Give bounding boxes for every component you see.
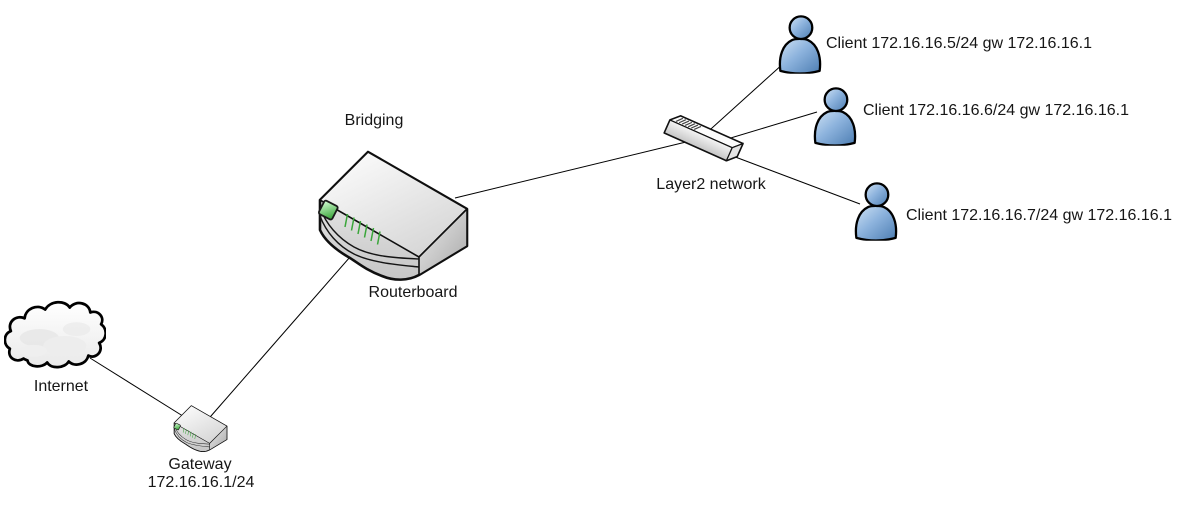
gateway-router-icon	[171, 405, 229, 452]
router-icon	[312, 150, 472, 281]
connection-line-internet-gateway	[89, 357, 187, 419]
gateway-label: Gateway	[168, 456, 232, 473]
connection-line-switch-client1	[701, 62, 785, 138]
connection-line-routerboard-switch	[454, 141, 687, 199]
gateway-ip-label: 172.16.16.1/24	[147, 474, 255, 491]
person-icon	[853, 181, 899, 241]
internet-label: Internet	[33, 378, 89, 395]
client1-label: Client 172.16.16.5/24 gw 172.16.16.1	[826, 35, 1092, 52]
client2-label: Client 172.16.16.6/24 gw 172.16.16.1	[863, 102, 1129, 119]
cloud-icon	[4, 300, 106, 369]
connection-line-switch-client3	[729, 154, 861, 205]
layer2-network-label: Layer2 network	[656, 176, 766, 193]
person-icon	[812, 86, 858, 146]
person-icon	[777, 14, 823, 74]
client3-label: Client 172.16.16.7/24 gw 172.16.16.1	[906, 207, 1172, 224]
switch-icon	[663, 115, 744, 162]
bridging-annotation: Bridging	[344, 112, 404, 129]
routerboard-label: Routerboard	[368, 284, 458, 301]
connection-line-gateway-routerboard	[203, 248, 358, 425]
switch-port-marks	[675, 117, 702, 131]
